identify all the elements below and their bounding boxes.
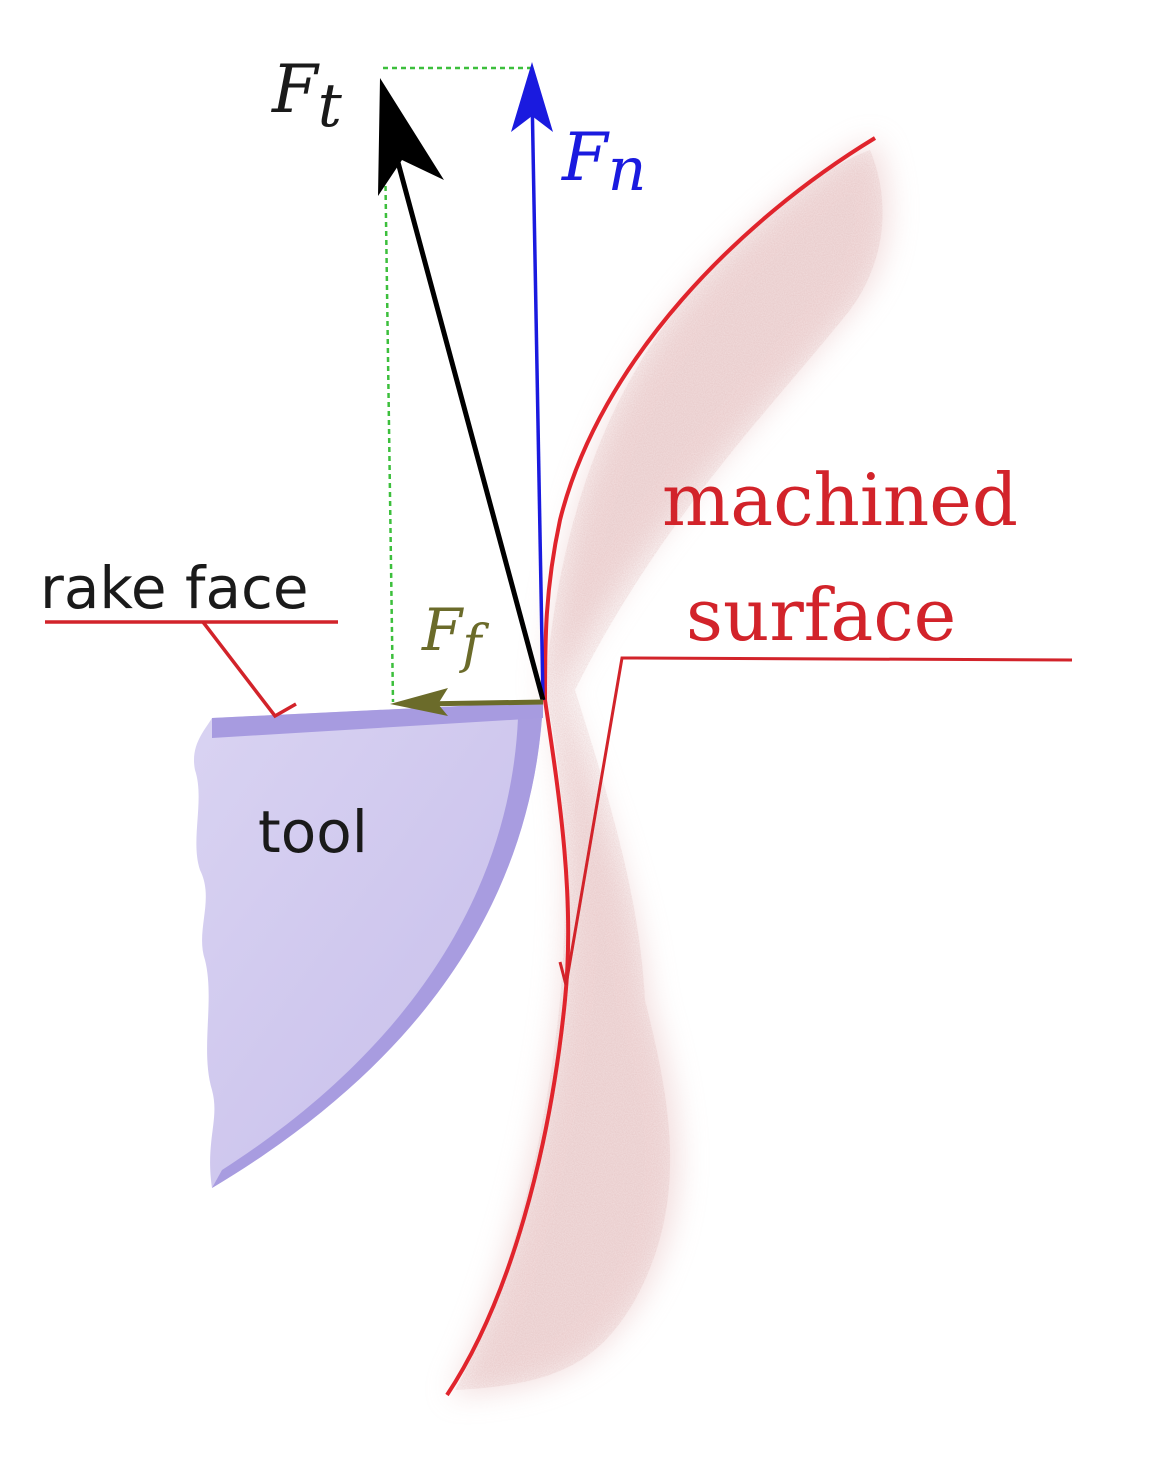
fn-label: Fn bbox=[561, 119, 646, 205]
ft-arrowhead bbox=[378, 78, 444, 196]
ft-label: Ft bbox=[271, 51, 343, 141]
workpiece bbox=[445, 136, 890, 1397]
force-ff-vector bbox=[390, 688, 544, 716]
tool-label: tool bbox=[258, 798, 368, 866]
rake-face-surface bbox=[212, 702, 543, 738]
machined-label: machined bbox=[662, 458, 1018, 542]
rake-face-label: rake face bbox=[40, 554, 309, 622]
workpiece-band-texture bbox=[455, 150, 883, 1390]
construction-lines bbox=[383, 66, 532, 703]
fn-arrowhead bbox=[511, 62, 553, 132]
tool-shape bbox=[193, 702, 544, 1188]
ff-arrowhead bbox=[390, 688, 448, 716]
workpiece-outline bbox=[445, 136, 877, 1397]
tool-body bbox=[193, 702, 544, 1188]
force-fn-vector bbox=[511, 62, 553, 701]
rake-face-leader bbox=[45, 620, 338, 719]
ff-label: Ff bbox=[421, 596, 489, 675]
surface-label: surface bbox=[686, 573, 956, 657]
machined-surface-leader bbox=[558, 656, 1073, 986]
force-ft-vector bbox=[378, 78, 546, 701]
left-dotted-line bbox=[383, 149, 395, 703]
